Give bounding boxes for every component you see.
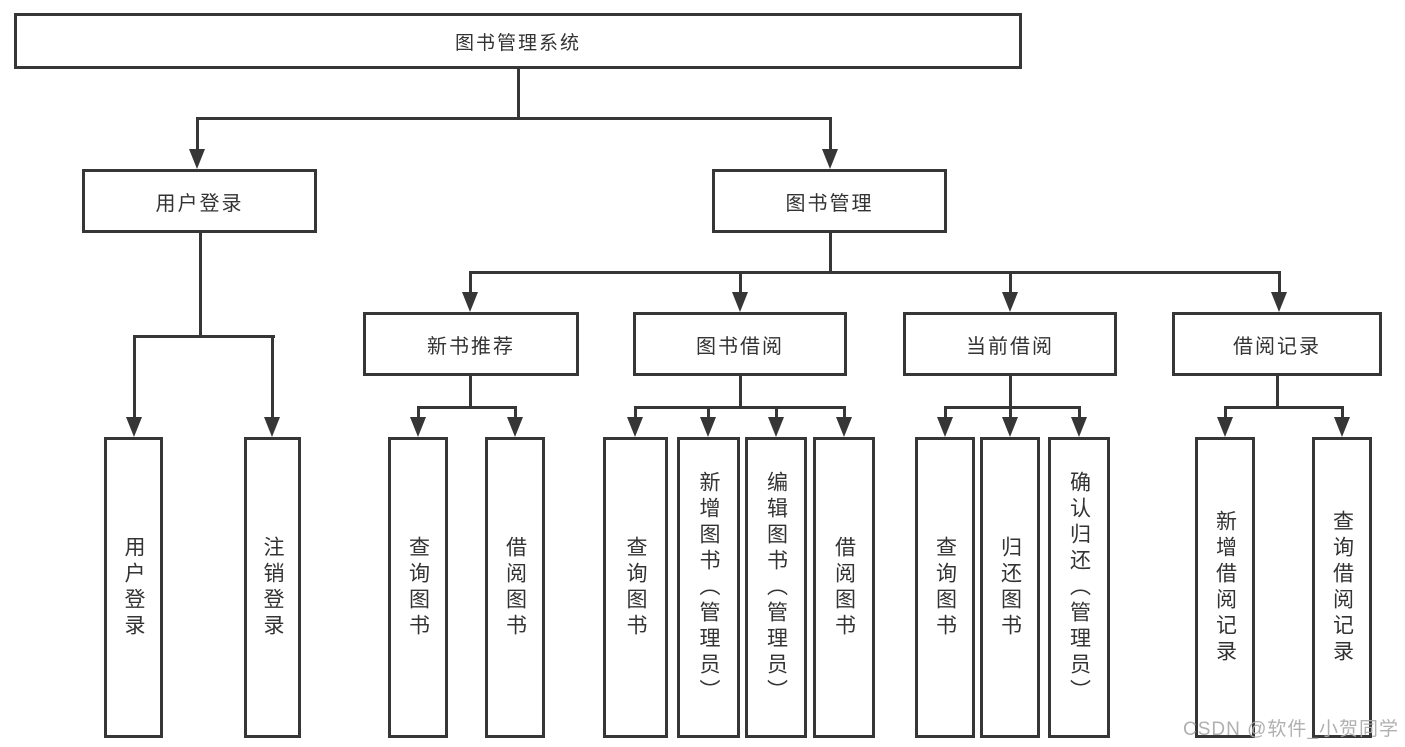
leaf-add-books-admin: 新增图书（管理员） [677, 437, 740, 738]
connector-records-bar [1223, 406, 1344, 409]
connector-newbook-bar [416, 406, 517, 409]
node-label: 图书管理系统 [454, 32, 581, 54]
node-label: 注销登录 [261, 535, 285, 640]
node-label: 借阅图书 [503, 535, 527, 640]
connector-book-mgmt-drop-2 [738, 271, 742, 297]
connector-newbook-stem [468, 376, 472, 409]
node-label: 新书推荐 [427, 335, 515, 358]
leaf-add-borrow-record: 新增借阅记录 [1195, 437, 1255, 738]
connector-borrowing-drop-1 [633, 406, 637, 421]
node-label: 编辑图书（管理员） [764, 470, 788, 705]
connector-newbook-drop-2 [513, 406, 517, 421]
node-label: 图书借阅 [696, 335, 784, 358]
arrow-down-icon [1071, 417, 1087, 437]
leaf-query-books-3: 查询图书 [915, 437, 975, 738]
arrow-down-icon [410, 417, 426, 437]
connector-records-drop-1 [1223, 406, 1227, 421]
leaf-borrow-books-2: 借阅图书 [813, 437, 875, 738]
leaf-return-books: 归还图书 [980, 437, 1040, 738]
connector-user-login-drop-left [132, 335, 136, 421]
node-label: 查询借阅记录 [1330, 509, 1354, 666]
connector-root-drop-right [828, 117, 832, 155]
leaf-borrow-books-1: 借阅图书 [485, 437, 545, 738]
connector-book-mgmt-drop-1 [468, 271, 472, 297]
connector-current-bar [943, 406, 1081, 409]
connector-user-login-stem [198, 233, 202, 338]
node-label: 归还图书 [998, 535, 1022, 640]
node-label: 当前借阅 [966, 335, 1054, 358]
connector-book-mgmt-bar [468, 271, 1281, 274]
connector-root-drop-left [195, 117, 199, 155]
node-label: 借阅记录 [1233, 335, 1321, 358]
connector-root-stem [516, 68, 520, 120]
node-label: 新增图书（管理员） [697, 470, 721, 705]
leaf-query-books-2: 查询图书 [603, 437, 668, 738]
node-label: 查询图书 [624, 535, 648, 640]
arrow-down-icon [507, 417, 523, 437]
node-user-login: 用户登录 [82, 169, 317, 233]
connector-current-drop-3 [1077, 406, 1081, 421]
node-label: 用户登录 [122, 535, 146, 640]
node-library-management-system: 图书管理系统 [14, 13, 1022, 69]
connector-records-drop-2 [1340, 406, 1344, 421]
connector-borrowing-drop-4 [842, 406, 846, 421]
connector-book-mgmt-drop-3 [1008, 271, 1012, 297]
connector-book-mgmt-stem [828, 233, 832, 274]
arrow-down-icon [1217, 417, 1233, 437]
arrow-down-icon [1271, 292, 1287, 312]
node-label: 查询图书 [933, 535, 957, 640]
node-new-book-recommendation: 新书推荐 [363, 312, 579, 376]
arrow-down-icon [1002, 292, 1018, 312]
connector-records-stem [1275, 376, 1279, 409]
connector-book-mgmt-drop-4 [1277, 271, 1281, 297]
node-book-management: 图书管理 [712, 169, 947, 233]
leaf-confirm-return-admin: 确认归还（管理员） [1048, 437, 1110, 738]
leaf-edit-books-admin: 编辑图书（管理员） [745, 437, 807, 738]
arrow-down-icon [700, 417, 716, 437]
arrow-down-icon [264, 417, 280, 437]
node-current-borrowing: 当前借阅 [903, 312, 1117, 376]
arrow-down-icon [836, 417, 852, 437]
connector-user-login-bar [132, 335, 275, 338]
arrow-down-icon [1002, 417, 1018, 437]
node-label: 查询图书 [406, 535, 430, 640]
connector-current-drop-2 [1008, 406, 1012, 421]
node-label: 确认归还（管理员） [1067, 470, 1091, 705]
arrow-down-icon [822, 149, 838, 169]
connector-borrowing-stem [738, 376, 742, 409]
leaf-user-login: 用户登录 [104, 437, 163, 738]
arrow-down-icon [627, 417, 643, 437]
node-label: 用户登录 [155, 192, 244, 215]
arrow-down-icon [1334, 417, 1350, 437]
connector-borrowing-drop-2 [706, 406, 710, 421]
node-borrowing-records: 借阅记录 [1172, 312, 1382, 376]
leaf-logout: 注销登录 [244, 437, 301, 738]
arrow-down-icon [126, 417, 142, 437]
connector-borrowing-drop-3 [774, 406, 778, 421]
arrow-down-icon [732, 292, 748, 312]
watermark: CSDN @软件_小贺同学 [1183, 719, 1399, 740]
node-label: 图书管理 [785, 192, 874, 215]
connector-borrowing-bar [633, 406, 846, 409]
node-label: 新增借阅记录 [1213, 509, 1237, 666]
leaf-query-books-1: 查询图书 [388, 437, 448, 738]
node-book-borrowing: 图书借阅 [633, 312, 847, 376]
connector-current-stem [1008, 376, 1012, 409]
arrow-down-icon [462, 292, 478, 312]
connector-user-login-drop-right [270, 335, 274, 421]
connector-current-drop-1 [943, 406, 947, 421]
connector-newbook-drop-1 [416, 406, 420, 421]
arrow-down-icon [189, 149, 205, 169]
arrow-down-icon [937, 417, 953, 437]
connector-root-bar [195, 117, 832, 120]
leaf-query-borrow-record: 查询借阅记录 [1312, 437, 1372, 738]
node-label: 借阅图书 [832, 535, 856, 640]
arrow-down-icon [768, 417, 784, 437]
